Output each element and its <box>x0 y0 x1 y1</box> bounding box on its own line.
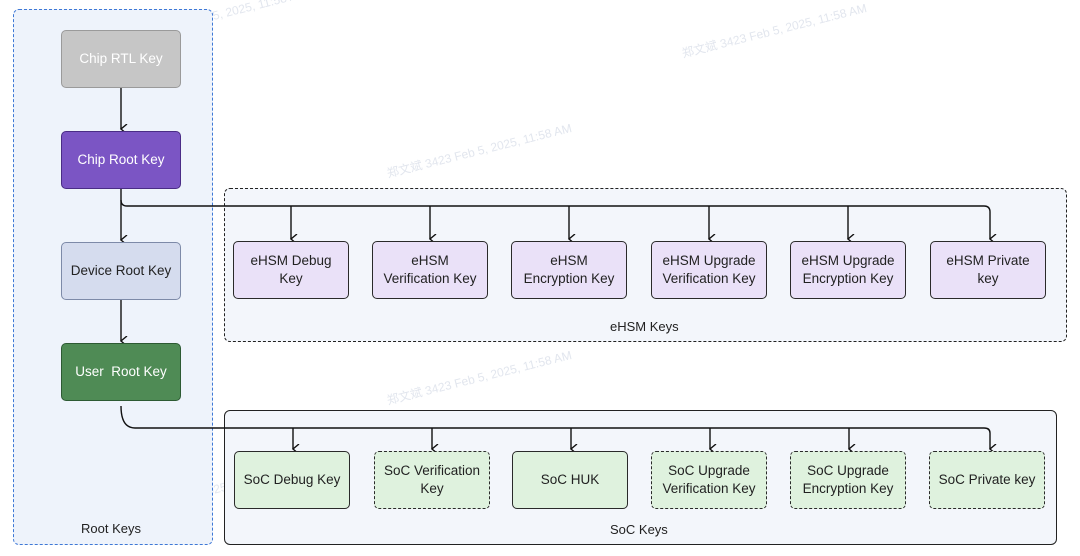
soc-upgrade-verification-key-line1: SoC Upgrade <box>668 462 750 478</box>
root-keys-label: Root Keys <box>81 521 141 536</box>
user-root-key-node: User Root Key <box>61 343 181 401</box>
ehsm-verification-key-node: eHSM Verification Key <box>372 241 488 299</box>
ehsm-debug-key-line2: Key <box>279 271 303 286</box>
ehsm-private-key-node: eHSM Private key <box>930 241 1046 299</box>
ehsm-debug-key-line1: eHSM Debug <box>250 252 332 268</box>
ehsm-upgrade-encryption-key-line1: eHSM Upgrade <box>801 252 895 268</box>
soc-upgrade-encryption-key-line1: SoC Upgrade <box>807 462 889 478</box>
soc-debug-key-node: SoC Debug Key <box>234 451 350 509</box>
ehsm-upgrade-encryption-key-line2: Encryption Key <box>802 271 894 286</box>
ehsm-keys-group: eHSM Keys <box>224 188 1067 342</box>
ehsm-encryption-key-node: eHSM Encryption Key <box>511 241 627 299</box>
ehsm-keys-label: eHSM Keys <box>610 319 679 334</box>
ehsm-private-key-line2: key <box>977 271 999 286</box>
soc-keys-group: SoC Keys <box>224 410 1057 545</box>
soc-upgrade-encryption-key-line2: Encryption Key <box>802 481 894 496</box>
ehsm-upgrade-verification-key-line2: Verification Key <box>662 271 756 286</box>
user-root-key-label: User Root Key <box>75 363 167 379</box>
soc-debug-key-label: SoC Debug Key <box>243 471 341 487</box>
ehsm-private-key-line1: eHSM Private <box>946 252 1030 268</box>
ehsm-verification-key-line1: eHSM <box>411 252 449 268</box>
chip-root-key-label: Chip Root Key <box>77 151 165 167</box>
soc-private-key-label: SoC Private key <box>938 471 1036 487</box>
ehsm-bus-line <box>120 199 991 213</box>
soc-private-key-node: SoC Private key <box>929 451 1045 509</box>
soc-huk-label: SoC HUK <box>540 471 600 487</box>
chip-rtl-key-node: Chip RTL Key <box>61 30 181 88</box>
soc-huk-node: SoC HUK <box>512 451 628 509</box>
soc-verification-key-line1: SoC Verification <box>383 462 481 478</box>
soc-keys-label: SoC Keys <box>610 522 668 537</box>
ehsm-upgrade-verification-key-line1: eHSM Upgrade <box>662 252 756 268</box>
soc-verification-key-line2: Key <box>420 481 444 496</box>
soc-bus-line <box>120 405 991 434</box>
ehsm-verification-key-line2: Verification Key <box>383 271 477 286</box>
device-root-key-node: Device Root Key <box>61 242 181 300</box>
device-root-key-label: Device Root Key <box>70 262 172 278</box>
chip-root-key-node: Chip Root Key <box>61 131 181 189</box>
ehsm-encryption-key-line2: Encryption Key <box>523 271 615 286</box>
ehsm-encryption-key-line1: eHSM <box>550 252 588 268</box>
soc-upgrade-verification-key-line2: Verification Key <box>662 481 756 496</box>
chip-rtl-key-label: Chip RTL Key <box>79 50 163 66</box>
